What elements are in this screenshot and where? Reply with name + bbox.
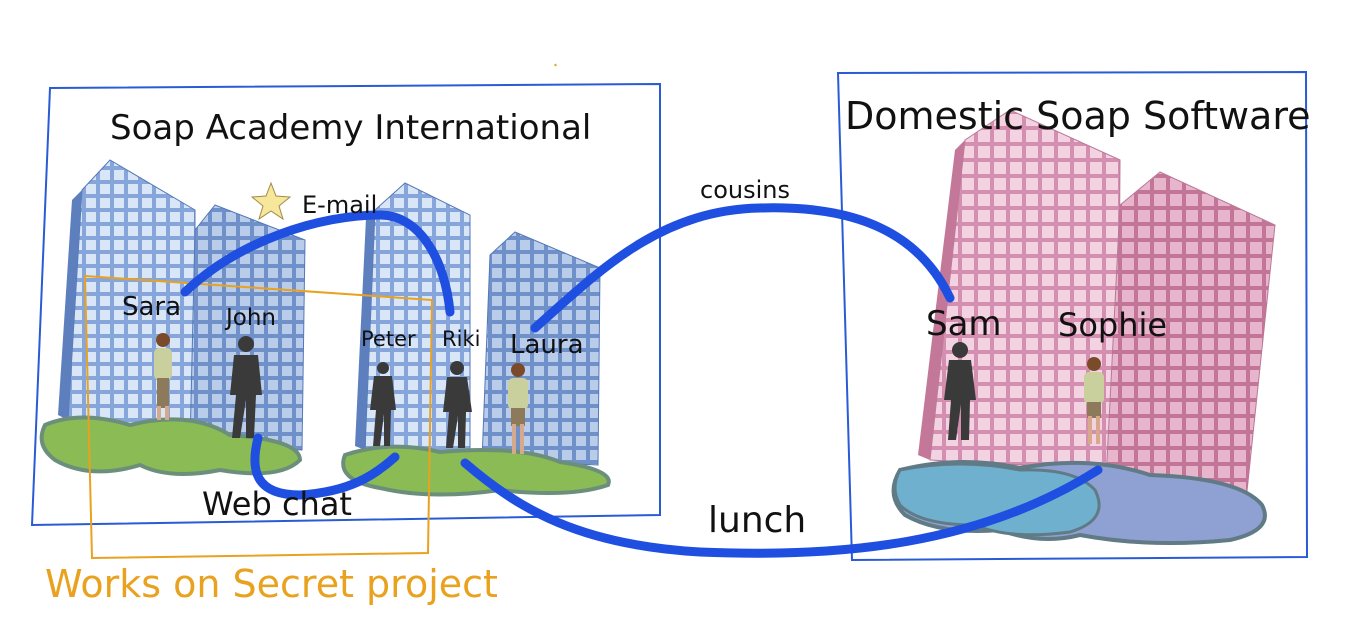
person-label-sam: Sam [926, 304, 1002, 344]
link-email [180, 210, 455, 317]
secret-project-label: Works on Secret project [45, 562, 498, 606]
connection-label-lunch: lunch [708, 500, 807, 541]
person-figure-sam [944, 342, 976, 440]
star-icon [250, 181, 292, 221]
org-title-right: Domestic Soap Software [845, 94, 1311, 138]
secret-project-box [83, 274, 434, 560]
org-title-left: Soap Academy International [110, 108, 592, 148]
org-frame-left [30, 82, 661, 527]
left-ground [39, 415, 611, 497]
right-buildings [918, 109, 1276, 511]
person-label-sophie: Sophie [1058, 306, 1168, 344]
link-cousins [530, 203, 955, 333]
person-figure-peter [370, 362, 396, 446]
link-webchat [250, 433, 400, 500]
connection-label-webchat: Web chat [202, 485, 352, 523]
decorative-mark [554, 63, 557, 67]
connection-label-cousins: cousins [700, 176, 790, 204]
person-figure-john [230, 336, 262, 438]
person-figure-laura [508, 363, 528, 454]
person-figure-riki [443, 361, 472, 448]
person-label-john: John [226, 305, 277, 331]
org-frame-right [836, 70, 1309, 562]
person-label-sara: Sara [122, 292, 182, 322]
person-label-laura: Laura [510, 330, 584, 360]
person-icon [154, 333, 1104, 454]
person-figure-sophie [1084, 357, 1104, 444]
connection-label-email: E-mail [302, 191, 378, 219]
person-figure-sara [154, 333, 172, 420]
person-label-peter: Peter [361, 327, 416, 351]
link-lunch [460, 458, 1103, 558]
person-label-riki: Riki [442, 327, 481, 351]
